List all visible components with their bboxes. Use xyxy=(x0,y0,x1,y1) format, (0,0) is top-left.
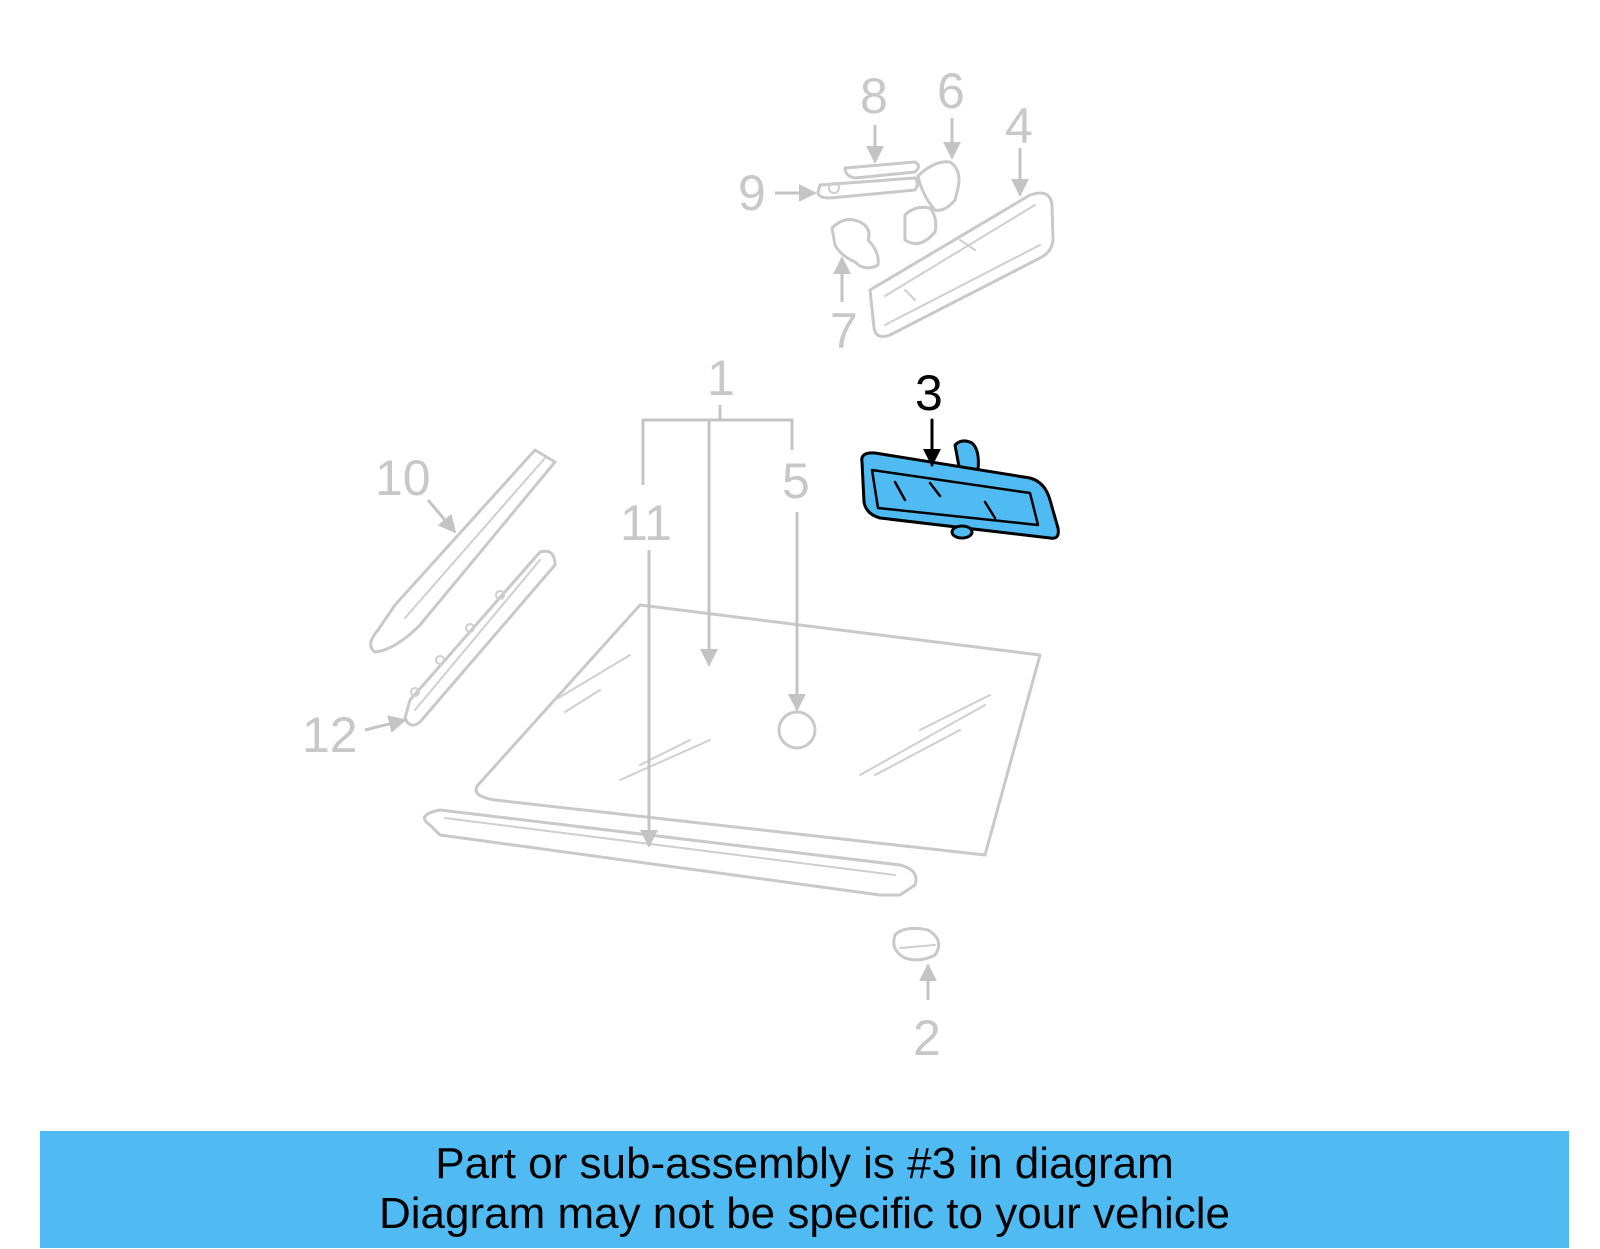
windshield-glass-part-1 xyxy=(474,603,1042,857)
pillar-moulding-part-10 xyxy=(369,448,557,654)
info-banner: Part or sub-assembly is #3 in diagram Di… xyxy=(40,1131,1569,1248)
callout-7: 7 xyxy=(830,303,858,359)
callout-11: 11 xyxy=(620,495,672,551)
callout-8: 8 xyxy=(860,68,888,124)
banner-line-1: Part or sub-assembly is #3 in diagram xyxy=(435,1139,1174,1188)
connector-part-9 xyxy=(816,176,919,200)
callout-10: 10 xyxy=(375,450,431,506)
callout-6: 6 xyxy=(937,63,965,119)
callout-12: 12 xyxy=(302,707,358,763)
mirror-assembly-part-4 xyxy=(868,191,1055,338)
sensor-part-5 xyxy=(777,710,817,750)
callout-3: 3 xyxy=(915,365,943,421)
interior-mirror-part-3 xyxy=(860,439,1060,540)
parts-diagram: 8 6 4 9 7 3 1 10 5 11 12 2 xyxy=(302,63,1060,1066)
mount-button-part-2 xyxy=(892,926,941,962)
callout-5: 5 xyxy=(782,453,810,509)
callout-9: 9 xyxy=(738,165,766,221)
callout-4: 4 xyxy=(1005,98,1033,154)
callout-2: 2 xyxy=(913,1010,941,1066)
cover-part-7 xyxy=(830,218,880,270)
clip-part-8 xyxy=(843,160,920,180)
side-moulding-part-12 xyxy=(403,549,557,727)
lower-moulding-part-11 xyxy=(422,808,918,897)
banner-line-2: Diagram may not be specific to your vehi… xyxy=(378,1189,1231,1238)
mount-part-6 xyxy=(903,160,961,246)
leader-lines xyxy=(364,118,1029,1000)
callout-1: 1 xyxy=(707,350,735,406)
